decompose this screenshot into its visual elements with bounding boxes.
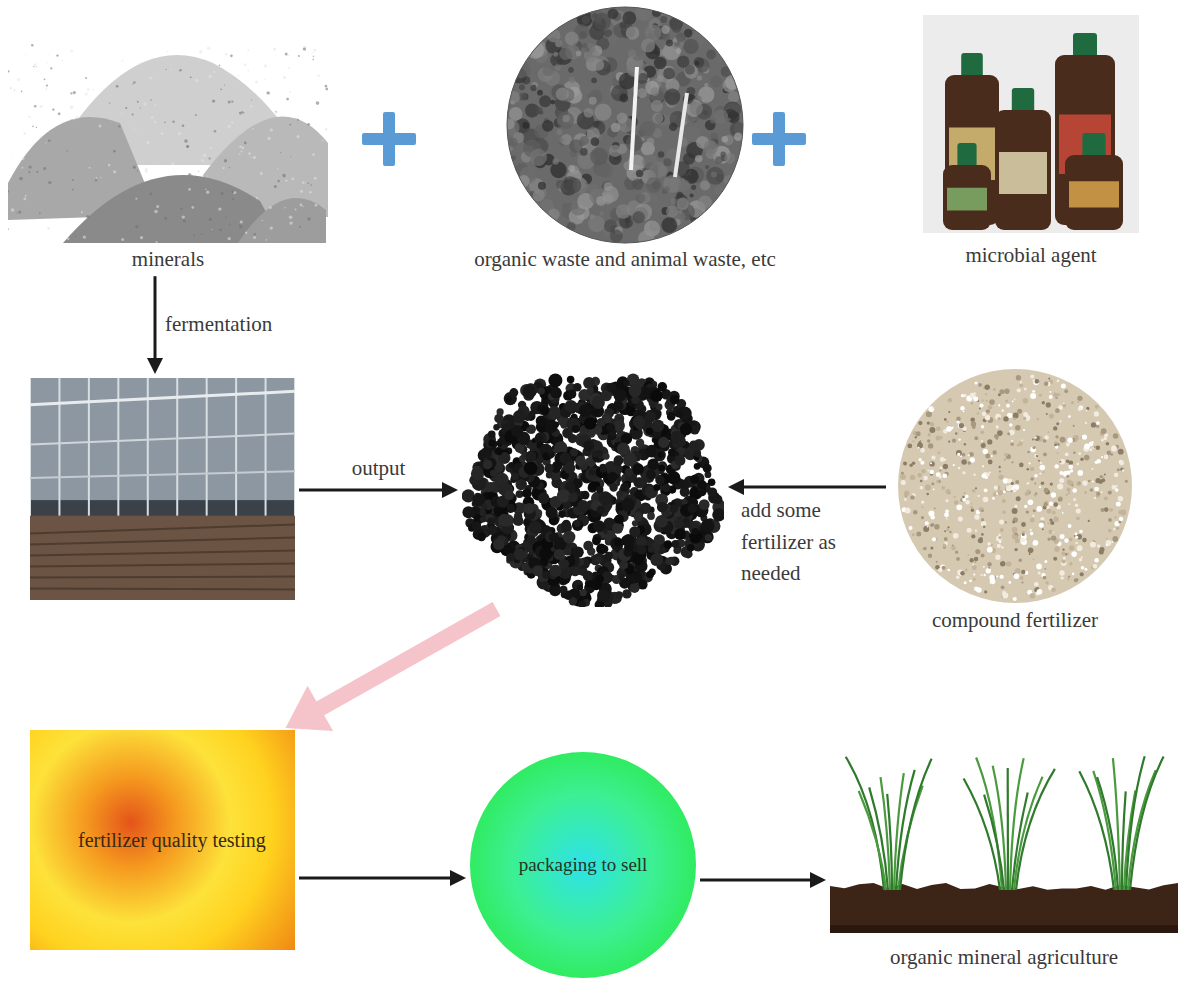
illustration-node: minerals [8,5,328,272]
granules-picture [462,365,724,607]
flow-arrow [728,479,886,495]
flow-arrow [299,870,466,886]
illustration-node: compound fertilizer [890,368,1140,633]
illustration-node [30,378,295,600]
testing-box: fertilizer quality testing [30,730,295,950]
waste-picture [395,5,855,245]
illustration-node [462,365,724,607]
illustration-node: organic waste and animal waste, etc [395,5,855,272]
compound-picture [890,368,1140,606]
connector-line [154,276,157,360]
edge-label: output [352,453,406,485]
flow-arrow [700,872,826,888]
agri-picture [830,738,1178,943]
connector-line [299,877,452,880]
arrow-head [285,686,333,731]
arrow-head [728,479,744,495]
picture-caption: minerals [8,245,328,272]
edge-label: add some fertilizer as needed [741,495,873,590]
arrow-head [450,870,466,886]
flow-arrow [299,482,458,498]
node-text: packaging to sell [519,850,648,880]
bottles-picture [915,15,1147,241]
flow-arrow [147,276,163,374]
arrow-head [442,482,458,498]
minerals-picture [8,5,328,245]
picture-caption: compound fertilizer [890,606,1140,633]
connector-line [299,489,444,492]
picture-caption: organic waste and animal waste, etc [395,245,855,272]
connector-line [319,609,497,709]
greenhouse-picture [30,378,295,600]
picture-caption: microbial agent [915,241,1147,268]
illustration-node: organic mineral agriculture [830,738,1178,970]
picture-caption: organic mineral agriculture [830,943,1178,970]
wide-arrow [285,609,496,731]
connector-line [700,879,812,882]
arrow-head [810,872,826,888]
illustration-node: microbial agent [915,15,1147,268]
edge-label: fermentation [165,309,272,341]
connector-line [742,486,886,489]
node-text: fertilizer quality testing [78,824,268,856]
process-circle: packaging to sell [470,752,696,978]
arrow-head [147,358,163,374]
